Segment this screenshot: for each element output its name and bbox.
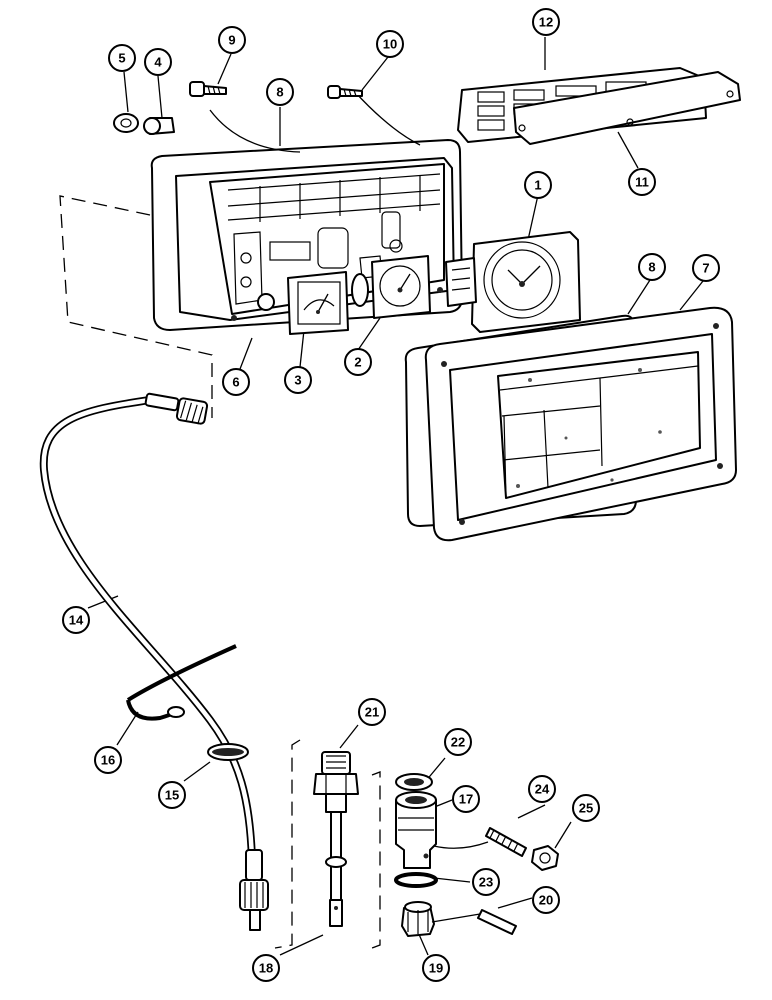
- svg-text:22: 22: [451, 735, 465, 750]
- svg-text:12: 12: [539, 15, 553, 30]
- callout-20: 20: [532, 886, 560, 914]
- svg-text:16: 16: [101, 753, 115, 768]
- callout-11: 11: [628, 168, 656, 196]
- svg-text:8: 8: [276, 85, 283, 100]
- cable-strap: [126, 644, 237, 721]
- callout-9: 9: [218, 26, 246, 54]
- callout-18: 18: [252, 954, 280, 982]
- callout-10: 10: [376, 30, 404, 58]
- adapter-housing: [395, 791, 437, 869]
- lock-nut: [531, 845, 559, 871]
- callout-12: 12: [532, 8, 560, 36]
- nut: [401, 901, 435, 937]
- o-ring: [394, 872, 438, 888]
- svg-text:7: 7: [702, 261, 709, 276]
- callout-25: 25: [572, 794, 600, 822]
- bulb-holder: [143, 117, 175, 135]
- screw: [327, 85, 363, 99]
- svg-text:6: 6: [232, 375, 239, 390]
- svg-text:23: 23: [479, 875, 493, 890]
- svg-text:11: 11: [635, 175, 649, 190]
- grommet: [207, 743, 249, 761]
- callout-15: 15: [158, 781, 186, 809]
- stud: [485, 827, 527, 857]
- svg-text:10: 10: [383, 37, 397, 52]
- svg-text:1: 1: [534, 178, 541, 193]
- callout-2: 2: [344, 348, 372, 376]
- callout-16: 16: [94, 746, 122, 774]
- clock: [445, 231, 581, 333]
- svg-text:5: 5: [118, 51, 125, 66]
- pin: [477, 909, 517, 935]
- assembly-dashed-lines: [59, 195, 381, 949]
- svg-text:25: 25: [579, 801, 593, 816]
- svg-text:4: 4: [154, 55, 162, 70]
- screw: [189, 81, 227, 97]
- callout-8: 8: [638, 253, 666, 281]
- callout-14: 14: [62, 606, 90, 634]
- svg-text:9: 9: [228, 33, 235, 48]
- ammeter-gauge: [257, 271, 349, 335]
- temperature-gauge: [351, 255, 431, 319]
- callout-5: 5: [108, 44, 136, 72]
- svg-text:14: 14: [69, 613, 84, 628]
- instrument-bezel: [424, 306, 737, 542]
- bulb: [113, 113, 139, 133]
- svg-text:19: 19: [429, 961, 443, 976]
- callout-22: 22: [444, 728, 472, 756]
- callout-6: 6: [222, 368, 250, 396]
- callout-4: 4: [144, 48, 172, 76]
- callout-19: 19: [422, 954, 450, 982]
- callout-7: 7: [692, 254, 720, 282]
- rear-plate: [513, 71, 741, 145]
- svg-text:3: 3: [294, 373, 301, 388]
- drive-shaft: [325, 811, 347, 927]
- svg-text:20: 20: [539, 893, 553, 908]
- callout-8: 8: [266, 78, 294, 106]
- adapter: [313, 751, 359, 813]
- svg-text:17: 17: [459, 792, 473, 807]
- speedometer-cable: [39, 392, 269, 931]
- leader-lines: [87, 37, 704, 956]
- svg-text:21: 21: [365, 705, 379, 720]
- callout-17: 17: [452, 785, 480, 813]
- svg-text:15: 15: [165, 788, 179, 803]
- svg-text:8: 8: [648, 260, 655, 275]
- callout-21: 21: [358, 698, 386, 726]
- seal: [395, 773, 433, 791]
- svg-text:24: 24: [535, 782, 550, 797]
- callout-23: 23: [472, 868, 500, 896]
- svg-text:2: 2: [354, 355, 361, 370]
- callout-3: 3: [284, 366, 312, 394]
- callout-24: 24: [528, 775, 556, 803]
- callout-1: 1: [524, 171, 552, 199]
- svg-text:18: 18: [259, 961, 273, 976]
